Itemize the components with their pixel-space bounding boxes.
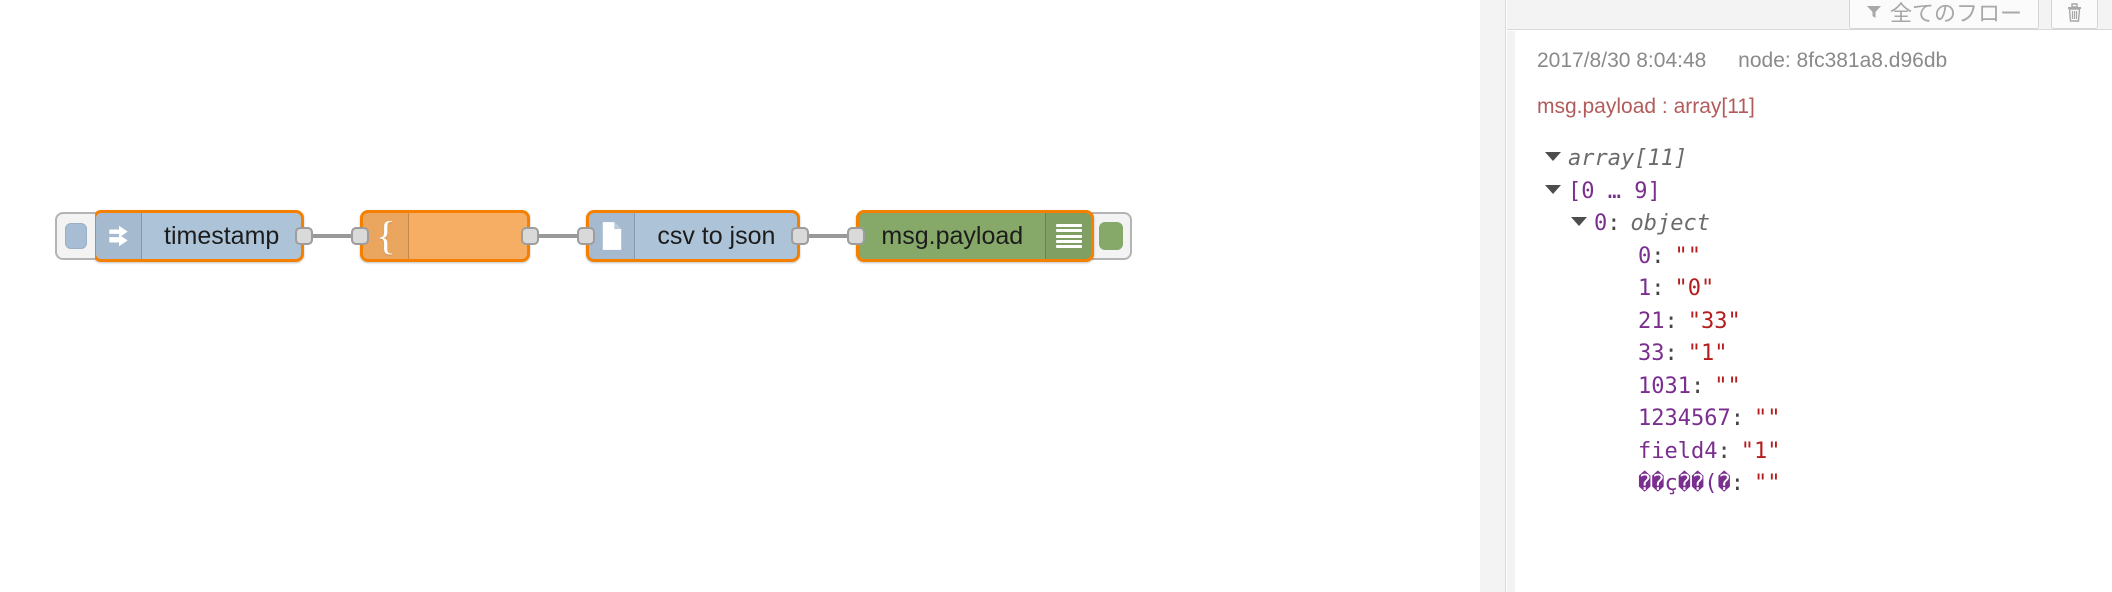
tree-value: "1" bbox=[1740, 438, 1781, 464]
node-debug-icon-box bbox=[1045, 213, 1092, 259]
debug-sidebar: 全てのフロー 2017/8/30 8:04:48 node: 8fc381a8.… bbox=[1480, 0, 2112, 592]
tree-row[interactable]: 0: "" bbox=[1537, 241, 2112, 274]
tree-key: 0 bbox=[1638, 243, 1652, 269]
clear-messages-button[interactable] bbox=[2051, 0, 2098, 29]
arrow-right-icon bbox=[108, 225, 128, 247]
tree-row[interactable]: 21: "33" bbox=[1537, 306, 2112, 339]
wire-csv-to-debug bbox=[800, 234, 857, 238]
tree-range-label: [0 … 9] bbox=[1568, 178, 1661, 204]
node-inject-icon-box bbox=[96, 213, 142, 259]
debug-message-timestamp: 2017/8/30 8:04:48 bbox=[1537, 49, 1707, 72]
tree-row[interactable]: 33: "1" bbox=[1537, 338, 2112, 371]
tree-row[interactable]: 0: object bbox=[1537, 208, 2112, 241]
tree-value: "" bbox=[1753, 406, 1781, 432]
tree-colon: : bbox=[1607, 211, 1621, 237]
node-csv-label: csv to json bbox=[657, 221, 776, 250]
tree-row[interactable]: ��ç��(�: "" bbox=[1537, 468, 2112, 501]
tree-key: 0 bbox=[1594, 211, 1608, 237]
flow-canvas[interactable]: timestamp { bbox=[0, 0, 1480, 592]
file-icon bbox=[602, 222, 622, 250]
filter-icon bbox=[1866, 6, 1881, 18]
node-debug-label: msg.payload bbox=[881, 221, 1024, 250]
tree-key: 33 bbox=[1638, 341, 1665, 367]
caret-down-icon[interactable] bbox=[1545, 152, 1561, 161]
debug-message-node-id: node: 8fc381a8.d96db bbox=[1738, 49, 1948, 72]
tree-key: ��ç��(� bbox=[1638, 471, 1731, 497]
node-debug-input-port[interactable] bbox=[847, 227, 866, 245]
node-function-output-port[interactable] bbox=[521, 227, 540, 245]
tree-colon: : bbox=[1717, 438, 1731, 464]
tree-colon: : bbox=[1664, 341, 1678, 367]
tree-key: 21 bbox=[1638, 308, 1665, 334]
filter-flows-button[interactable]: 全てのフロー bbox=[1848, 0, 2039, 29]
tree-value: object bbox=[1630, 211, 1710, 237]
caret-down-icon[interactable] bbox=[1545, 184, 1561, 194]
node-csv[interactable]: csv to json bbox=[577, 210, 810, 262]
node-inject-output-port[interactable] bbox=[295, 227, 314, 245]
tree-colon: : bbox=[1690, 373, 1705, 399]
tree-row[interactable]: array[11] bbox=[1537, 143, 2112, 176]
tree-row[interactable]: 1031: "" bbox=[1537, 371, 2112, 404]
inject-button-indicator bbox=[65, 223, 87, 249]
tree-row[interactable]: 1234567: "" bbox=[1537, 403, 2112, 436]
node-function-label bbox=[409, 213, 527, 259]
brace-icon: { bbox=[376, 213, 396, 258]
debug-message-list[interactable]: 2017/8/30 8:04:48 node: 8fc381a8.d96db m… bbox=[1507, 31, 2112, 592]
debug-message-topic: msg.payload : array[11] bbox=[1537, 95, 1755, 118]
filter-flows-label: 全てのフロー bbox=[1889, 1, 2022, 26]
debug-toggle-indicator bbox=[1099, 222, 1124, 250]
debug-sidebar-toolbar: 全てのフロー bbox=[1507, 0, 2112, 30]
tree-value: "" bbox=[1674, 243, 1702, 269]
tree-value: "1" bbox=[1687, 341, 1728, 367]
tree-colon: : bbox=[1730, 471, 1744, 497]
tree-key: 1234567 bbox=[1638, 406, 1731, 432]
inject-trigger-button[interactable] bbox=[55, 212, 95, 260]
tree-colon: : bbox=[1664, 308, 1678, 334]
node-function[interactable]: { bbox=[351, 210, 540, 262]
node-debug[interactable]: msg.payload bbox=[847, 210, 1095, 262]
flow-node-chain: timestamp { bbox=[55, 210, 1133, 262]
trash-icon bbox=[2068, 2, 2081, 22]
tree-row[interactable]: [0 … 9] bbox=[1537, 176, 2112, 209]
wire-inject-to-function bbox=[304, 234, 361, 238]
tree-colon: : bbox=[1651, 243, 1665, 269]
tree-colon: : bbox=[1651, 276, 1665, 302]
tree-row[interactable]: 1: "0" bbox=[1537, 273, 2112, 306]
tree-key: field4 bbox=[1638, 438, 1718, 464]
tree-value: "0" bbox=[1674, 276, 1715, 302]
node-function-input-port[interactable] bbox=[351, 227, 370, 245]
node-function-icon-box: { bbox=[363, 213, 410, 259]
tree-row[interactable]: field4: "1" bbox=[1537, 436, 2112, 469]
debug-message-entry[interactable]: 2017/8/30 8:04:48 node: 8fc381a8.d96db m… bbox=[1507, 31, 2112, 592]
tree-value: "" bbox=[1753, 471, 1781, 497]
node-csv-icon-box bbox=[589, 213, 636, 259]
node-csv-output-port[interactable] bbox=[791, 227, 810, 245]
node-inject[interactable]: timestamp bbox=[93, 210, 314, 262]
tree-key: 1 bbox=[1638, 276, 1652, 302]
debug-payload-tree[interactable]: array[11] [0 … 9] 0: object 0: "" 1: "0" 21: "33"… bbox=[1537, 143, 2112, 501]
lines-icon bbox=[1055, 224, 1082, 248]
tree-colon: : bbox=[1730, 406, 1744, 432]
node-csv-input-port[interactable] bbox=[577, 227, 596, 245]
sidebar-tab-gutter[interactable] bbox=[1480, 0, 1506, 592]
debug-enable-toggle[interactable] bbox=[1092, 212, 1133, 260]
tree-key: 1031 bbox=[1638, 373, 1691, 399]
tree-type-label: array[11] bbox=[1568, 146, 1688, 171]
wire-function-to-csv bbox=[530, 234, 587, 238]
tree-value: "" bbox=[1714, 373, 1741, 399]
debug-message-meta: 2017/8/30 8:04:48 node: 8fc381a8.d96db bbox=[1537, 49, 2112, 73]
tree-value: "33" bbox=[1687, 308, 1741, 334]
node-inject-label: timestamp bbox=[164, 221, 280, 250]
caret-down-icon[interactable] bbox=[1571, 217, 1587, 227]
